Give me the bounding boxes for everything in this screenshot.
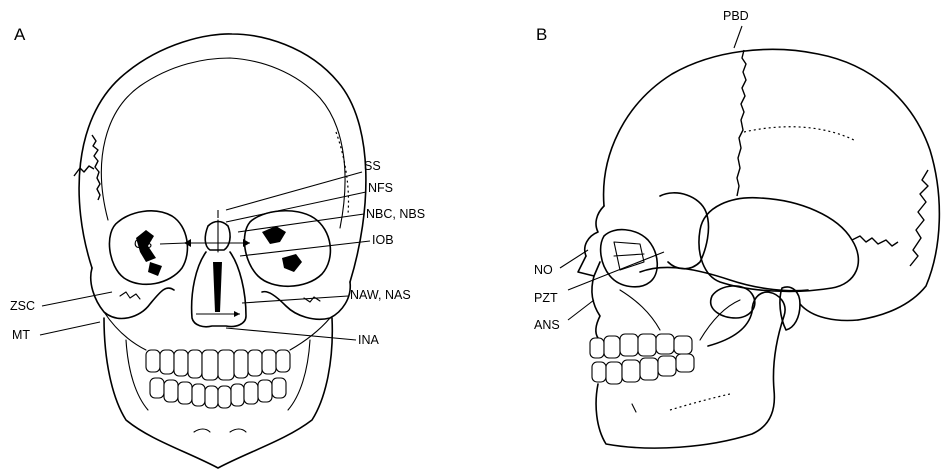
squamosal-suture — [852, 236, 898, 246]
mt-leader — [40, 322, 100, 335]
iob-leader — [240, 241, 370, 256]
panel-a-labels: SS NFS NBC, NBS IOB OS ZSC MT NAW, NAS I… — [10, 159, 425, 347]
coronoid-process — [700, 300, 740, 340]
frontal-lower-teeth — [150, 378, 286, 408]
frontal-left-suture — [92, 135, 100, 200]
panel-b-letter: B — [536, 25, 547, 44]
zsc-leader — [42, 292, 112, 306]
coronal-suture — [737, 50, 746, 196]
label-nbc-nbs: NBC, NBS — [366, 207, 425, 221]
ans-leader — [568, 300, 594, 320]
lateral-cranial-vault — [604, 49, 940, 320]
frontal-skull-drawing — [74, 34, 366, 468]
label-pzt: PZT — [534, 291, 558, 305]
pzt-leader — [568, 252, 664, 290]
frontal-mandible-inner-r — [288, 340, 310, 410]
label-no: NO — [534, 263, 553, 277]
label-iob: IOB — [372, 233, 394, 247]
ss-leader — [226, 172, 362, 210]
label-mt: MT — [12, 328, 30, 342]
frontal-inner-vault-line — [101, 58, 345, 228]
lateral-lower-teeth — [592, 354, 694, 384]
lateral-upper-teeth — [590, 334, 692, 358]
lateral-nasal-bone — [578, 256, 600, 276]
chin-mark — [632, 404, 636, 412]
right-orbit — [244, 211, 330, 287]
nfs-leader — [226, 192, 366, 222]
panel-b: B — [534, 9, 939, 448]
frontal-cranial-vault — [79, 34, 366, 282]
lateral-maxilla-suture — [620, 290, 660, 330]
label-nfs: NFS — [368, 181, 393, 195]
os-leader — [160, 243, 186, 244]
label-os: OS — [134, 237, 152, 251]
label-ina: INA — [358, 333, 380, 347]
label-zsc: ZSC — [10, 299, 35, 313]
frontal-top-suture — [74, 166, 94, 176]
lateral-maxilla — [592, 276, 600, 338]
ina-leader — [226, 328, 356, 340]
naw-nas-leader — [242, 296, 348, 303]
mastoid-process — [780, 287, 800, 330]
frontal-right-suture-dotted — [336, 132, 349, 214]
temporal-line — [744, 127, 854, 140]
lateral-skull-drawing — [578, 49, 939, 448]
occipital-base — [800, 304, 858, 320]
auditory-meatus — [711, 286, 755, 318]
panel-a-letter: A — [14, 25, 26, 44]
label-ans: ANS — [534, 318, 560, 332]
left-zygomatic-suture — [120, 292, 140, 299]
lambdoid-suture — [910, 170, 928, 266]
label-naw-nas: NAW, NAS — [350, 288, 411, 302]
pbd-leader — [734, 26, 742, 48]
panel-b-labels: PBD NO PZT ANS — [534, 9, 749, 332]
frontal-upper-teeth — [146, 350, 290, 380]
frontal-mandible-inner — [126, 340, 148, 410]
mylohyoid-line — [670, 394, 730, 410]
mental-foramen — [194, 429, 246, 432]
label-ss: SS — [364, 159, 381, 173]
nasal-septum-shadow — [213, 262, 222, 312]
panel-a: A — [10, 25, 425, 468]
label-pbd: PBD — [723, 9, 749, 23]
